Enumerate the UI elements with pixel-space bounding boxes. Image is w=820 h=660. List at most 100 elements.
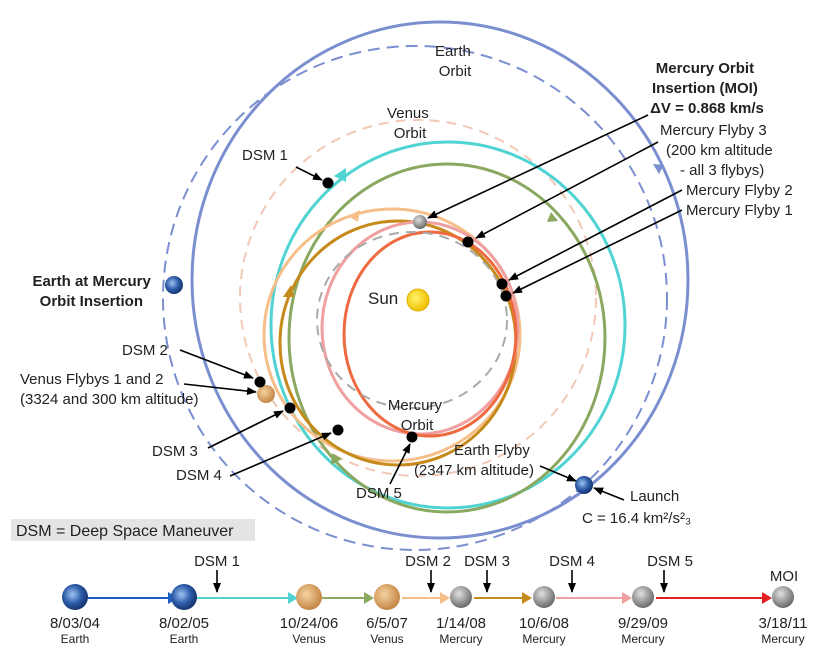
mercury-flyby-2-label: Mercury Flyby 2: [686, 182, 793, 199]
timeline-date-1: 8/03/04: [50, 615, 100, 632]
venus-flybys-label: Venus Flybys 1 and 2 (3324 and 300 km al…: [20, 371, 198, 408]
earth-orbit-label: Earth Orbit: [435, 43, 475, 80]
legend-background: [11, 519, 255, 541]
venus-orbit-dashed: [239, 119, 597, 477]
earth-orbit-dashed: [162, 45, 668, 551]
timeline-venus-2-icon: [374, 584, 400, 610]
flyby3-leader: [475, 141, 659, 239]
timeline-body-5: Mercury: [439, 632, 482, 646]
timeline-body-7: Mercury: [621, 632, 664, 646]
leader-lines: [179, 114, 683, 501]
earth-at-moi-icon: [165, 276, 183, 294]
dsm3-leader: [207, 410, 284, 449]
green-transfer-orbit: [287, 162, 607, 514]
segment-brown-arrowhead: [522, 592, 532, 604]
timeline-moi-label: MOI: [770, 568, 798, 585]
dsm5-leader: [389, 443, 411, 485]
dsm1-dot: [322, 177, 334, 189]
timeline-body-4: Venus: [370, 632, 403, 646]
segment-green-arrowhead: [364, 592, 374, 604]
earth-flyby-icon: [575, 476, 593, 494]
launch-leader: [593, 487, 625, 501]
orbits: [162, 20, 690, 551]
timeline-dsm2-label: DSM 2: [405, 553, 451, 570]
flyby3-dot: [462, 236, 474, 248]
dsm2-label: DSM 2: [122, 342, 168, 359]
timeline-mercury-3-icon: [632, 586, 654, 608]
timeline-body-2: Earth: [170, 632, 199, 646]
earth-flyby-leader: [539, 465, 577, 482]
timeline-date-3: 10/24/06: [280, 615, 338, 632]
venus-orbit-label: Venus Orbit: [387, 105, 433, 142]
green-direction-arrowhead: [547, 212, 558, 222]
moi-label: Mercury Orbit Insertion (MOI) ΔV = 0.868…: [650, 60, 764, 117]
cyan-direction-arrowhead: [334, 168, 346, 182]
legend-text: DSM = Deep Space Maneuver: [16, 523, 234, 540]
segment-red-arrowhead: [762, 592, 772, 604]
brown-direction-arrowhead: [283, 285, 294, 297]
segment-pink-arrowhead: [622, 592, 632, 604]
sun: Sun: [368, 288, 430, 312]
timeline-date-5: 1/14/08: [436, 615, 486, 632]
timeline-earth-1-icon: [62, 584, 88, 610]
diagram-labels: Earth Orbit Venus Orbit Mercury Orbit Me…: [20, 43, 793, 527]
timeline-date-8: 3/18/11: [759, 615, 808, 632]
dsm5-label: DSM 5: [356, 485, 402, 502]
dsm3-label: DSM 3: [152, 443, 198, 460]
dsm-legend: DSM = Deep Space Maneuver: [11, 519, 255, 541]
dsm2-dot: [254, 376, 266, 388]
dsm1-leader: [295, 166, 323, 181]
timeline-date-2: 8/02/05: [159, 615, 209, 632]
launch-label: Launch C = 16.4 km²/s²₃: [582, 488, 691, 527]
venus-flybys-leader: [183, 383, 257, 395]
timeline-mercury-4-icon: [772, 586, 794, 608]
moi-leader: [427, 114, 649, 219]
timeline-earth-2-icon: [171, 584, 197, 610]
green-lower-arrowhead: [331, 453, 342, 465]
dsm4-dot: [332, 424, 344, 436]
segment-peach-arrowhead: [440, 592, 450, 604]
venus-flyby-icon: [257, 385, 275, 403]
planet-markers: [165, 215, 593, 494]
mercury-flyby-3-label: Mercury Flyby 3 (200 km altitude - all 3…: [660, 122, 777, 179]
flyby2-leader: [508, 189, 683, 281]
dsm4-leader: [229, 432, 332, 477]
orbit-direction-arrows: [283, 164, 664, 465]
timeline-mercury-2-icon: [533, 586, 555, 608]
peach-transfer-orbit: [262, 207, 522, 463]
timeline-dsm5-label: DSM 5: [647, 553, 693, 570]
cyan-transfer-orbit: [269, 140, 627, 510]
mercury-orbit-label: Mercury Orbit: [388, 397, 446, 434]
timeline-body-3: Venus: [292, 632, 325, 646]
mercury-flyby-1-label: Mercury Flyby 1: [686, 202, 793, 219]
flyby1-dot: [500, 290, 512, 302]
segment-cyan-arrowhead: [288, 592, 298, 604]
timeline: DSM 1 DSM 2 DSM 3 DSM 4 DSM 5 MOI 8/03/0…: [50, 553, 807, 646]
dsm2-leader: [179, 349, 254, 379]
earth-transfer-orbit: [190, 20, 690, 540]
dsm5-dot: [406, 431, 418, 443]
red-transfer-orbit: [342, 230, 518, 438]
event-dots: [254, 177, 512, 443]
timeline-dsm4-label: DSM 4: [549, 553, 595, 570]
dsm1-label: DSM 1: [242, 147, 288, 164]
sun-label: Sun: [368, 289, 398, 308]
mercury-moi-icon: [413, 215, 427, 229]
flyby2-dot: [496, 278, 508, 290]
timeline-dsm1-label: DSM 1: [194, 553, 240, 570]
timeline-dsm3-label: DSM 3: [464, 553, 510, 570]
peach-direction-arrowhead: [348, 210, 360, 222]
sun-icon: [406, 288, 430, 312]
timeline-date-4: 6/5/07: [366, 615, 408, 632]
timeline-body-1: Earth: [61, 632, 90, 646]
timeline-body-6: Mercury: [522, 632, 565, 646]
earth-direction-arrowhead: [653, 164, 664, 174]
flyby1-leader: [512, 209, 683, 294]
mercury-orbit-dashed: [316, 231, 508, 409]
timeline-body-8: Mercury: [761, 632, 804, 646]
dsm4-label: DSM 4: [176, 467, 222, 484]
dsm3-dot: [284, 402, 296, 414]
earth-flyby-label: Earth Flyby (2347 km altitude): [414, 442, 534, 479]
timeline-mercury-1-icon: [450, 586, 472, 608]
